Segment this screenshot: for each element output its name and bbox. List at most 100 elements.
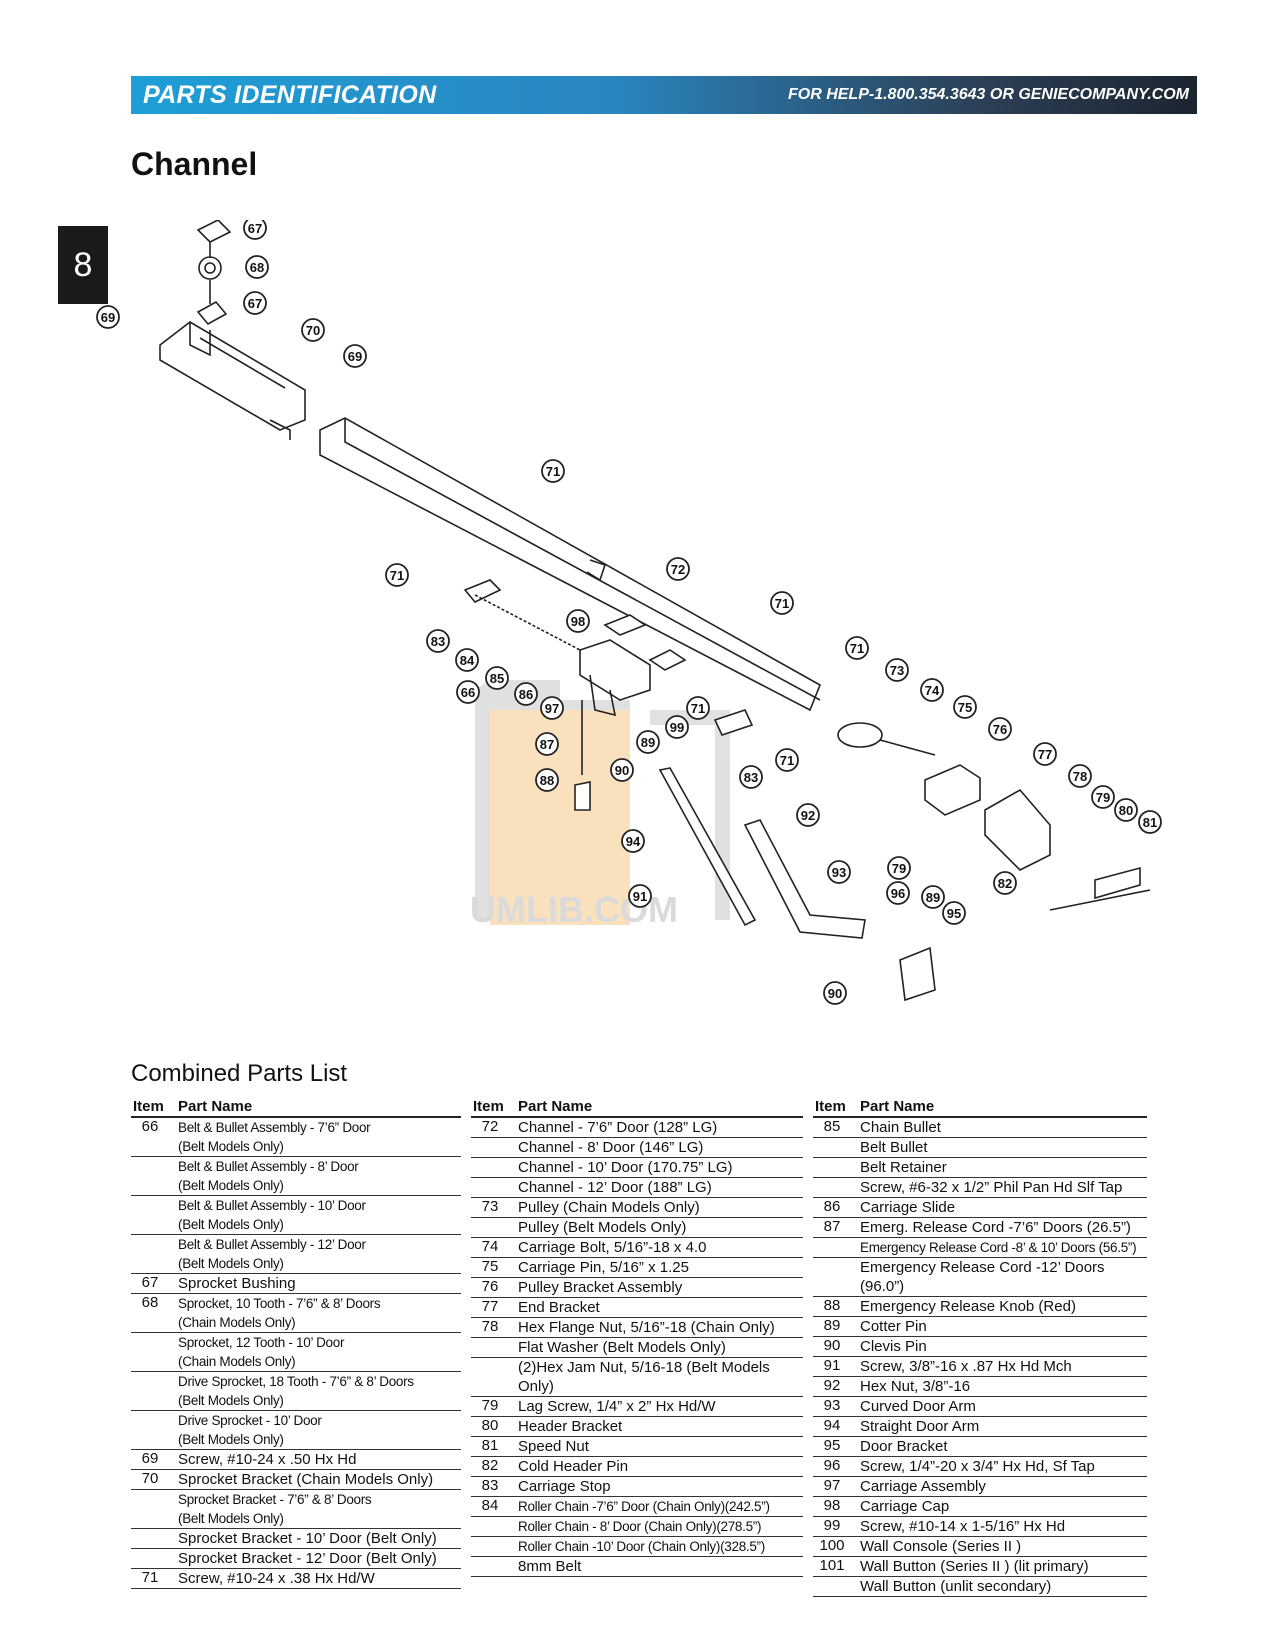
part-item-number: 77	[481, 1298, 499, 1315]
callout-label: 92	[801, 808, 815, 823]
part-item-number: 80	[481, 1417, 499, 1434]
part-name: Wall Button (unlit secondary)	[860, 1578, 1052, 1595]
part-name: Sprocket Bracket - 12’ Door (Belt Only)	[178, 1550, 437, 1567]
callout-label: 74	[925, 683, 940, 698]
part-name: Belt & Bullet Assembly - 12’ Door (Belt …	[178, 1237, 366, 1271]
callout-circle	[540, 696, 564, 720]
callout-label: 97	[545, 701, 559, 716]
callout-label: 75	[958, 700, 972, 715]
part-item-number: 69	[141, 1450, 159, 1467]
part-name: Pulley Bracket Assembly	[518, 1279, 683, 1296]
callout-label: 82	[998, 876, 1012, 891]
part-item-number: 73	[481, 1198, 499, 1215]
callout-circle	[245, 255, 269, 279]
part-name: Sprocket, 10 Tooth - 7’6” & 8’ Doors (Ch…	[178, 1296, 381, 1330]
callout-circle	[845, 636, 869, 660]
callout-label: 69	[101, 310, 115, 325]
part-name: Screw, #10-24 x .50 Hx Hd	[178, 1451, 357, 1468]
parts-row: (2)Hex Jam Nut, 5/16-18 (Belt Models Onl…	[471, 1358, 803, 1397]
part-name: Screw, 3/8”-16 x .87 Hx Hd Mch	[860, 1358, 1072, 1375]
callout-circle	[243, 291, 267, 315]
callout-circle	[96, 305, 120, 329]
callout-circle	[621, 829, 645, 853]
parts-row: Drive Sprocket - 10’ Door (Belt Models O…	[131, 1411, 461, 1450]
callout-label: 99	[670, 720, 684, 735]
callout-circle	[426, 629, 450, 653]
callout-circle	[1033, 742, 1057, 766]
callout-label: 83	[744, 770, 758, 785]
part-name: Screw, #10-14 x 1-5/16” Hx Hd	[860, 1518, 1066, 1535]
part-name: Emergency Release Knob (Red)	[860, 1298, 1076, 1315]
callout-label: 71	[780, 753, 794, 768]
part-item-number: 83	[481, 1477, 499, 1494]
callout-circle	[301, 318, 325, 342]
parts-row: Belt & Bullet Assembly - 8’ Door (Belt M…	[131, 1157, 461, 1196]
header-help-line: FOR HELP-1.800.354.3643 OR GENIECOMPANY.…	[787, 86, 1189, 103]
parts-row: Channel - 12’ Door (188” LG)	[471, 1178, 803, 1198]
parts-row: 69 Screw, #10-24 x .50 Hx Hd	[131, 1450, 461, 1470]
callout-circle	[610, 758, 634, 782]
parts-row: Belt & Bullet Assembly - 12’ Door (Belt …	[131, 1235, 461, 1274]
part-name: (2)Hex Jam Nut, 5/16-18 (Belt Models Onl…	[518, 1359, 770, 1395]
parts-row: Wall Button (unlit secondary)	[813, 1577, 1147, 1597]
part-name: Sprocket Bushing	[178, 1275, 296, 1292]
part-name: Belt Bullet	[860, 1139, 928, 1156]
callout-label: 91	[633, 889, 647, 904]
part-name: Carriage Slide	[860, 1199, 956, 1216]
part-item-number: 84	[481, 1497, 499, 1514]
part-item-number: 85	[823, 1118, 841, 1135]
part-name: Screw, #6-32 x 1/2” Phil Pan Hd Slf Tap	[860, 1179, 1123, 1196]
callout-circle	[775, 748, 799, 772]
part-name: Emergency Release Cord -8’ & 10’ Doors (…	[860, 1240, 1137, 1255]
part-name: Sprocket Bracket - 7’6” & 8’ Doors (Belt…	[178, 1492, 372, 1526]
part-item-number: 93	[823, 1397, 841, 1414]
part-item-number: 97	[823, 1477, 841, 1494]
callout-circle	[1138, 810, 1162, 834]
callout-circle	[823, 981, 847, 1005]
part-item-number: 66	[141, 1118, 159, 1135]
callout-circle	[535, 768, 559, 792]
callout-label: 70	[306, 323, 320, 338]
part-item-number: 90	[823, 1337, 841, 1354]
callout-label: 72	[671, 562, 685, 577]
part-name: Drive Sprocket, 18 Tooth - 7’6” & 8’ Doo…	[178, 1374, 414, 1408]
callout-circle	[920, 678, 944, 702]
part-name: Straight Door Arm	[860, 1418, 980, 1435]
parts-row: Emergency Release Cord -8’ & 10’ Doors (…	[813, 1238, 1147, 1258]
callout-label: 89	[641, 735, 655, 750]
callout-circle	[628, 884, 652, 908]
callout-label: 76	[993, 722, 1007, 737]
part-name: Channel - 12’ Door (188” LG)	[518, 1179, 712, 1196]
column-name-header: Part Name	[518, 1098, 593, 1115]
callout-label: 94	[626, 834, 641, 849]
parts-row: Pulley (Belt Models Only)	[471, 1218, 803, 1238]
parts-row: Emergency Release Cord -12’ Doors (96.0”…	[813, 1258, 1147, 1297]
part-name: Channel - 10’ Door (170.75” LG)	[518, 1159, 733, 1176]
part-item-number: 95	[823, 1437, 841, 1454]
parts-row: Sprocket Bracket - 12’ Door (Belt Only)	[131, 1549, 461, 1569]
part-name: Belt & Bullet Assembly - 8’ Door (Belt M…	[178, 1159, 359, 1193]
part-name: Wall Console (Series II )	[860, 1538, 1022, 1555]
part-name: Sprocket Bracket (Chain Models Only)	[178, 1471, 434, 1488]
